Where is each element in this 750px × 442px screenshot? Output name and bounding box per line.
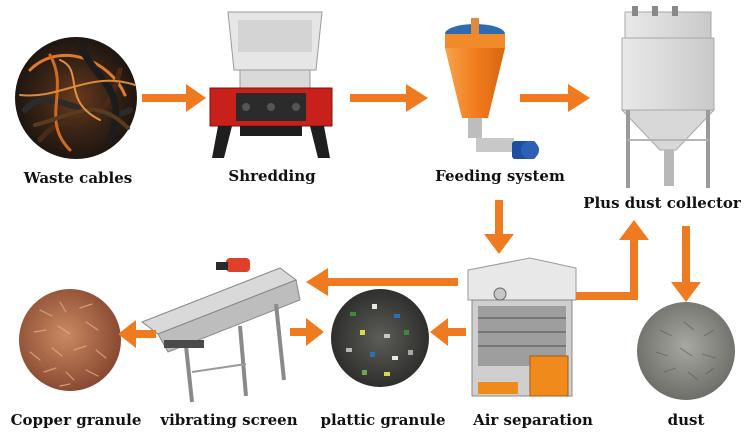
arrow-air-separation-to-plastic xyxy=(430,318,466,346)
shredding-label: Shredding xyxy=(228,167,315,185)
vibrating-screen-machine xyxy=(142,258,300,402)
waste-cables-photo xyxy=(15,37,137,159)
plattic-granule-label: plattic granule xyxy=(321,411,446,429)
shredder-machine xyxy=(210,12,332,158)
plus-dust-collector-label: Plus dust collector xyxy=(583,194,741,212)
dust-collector-machine xyxy=(622,6,714,188)
copper-granule-label: Copper granule xyxy=(11,411,142,429)
air-separation-machine xyxy=(468,258,576,396)
arrow-feeding-to-air-separation xyxy=(484,200,514,254)
vibrating-screen-label: vibrating screen xyxy=(160,411,297,429)
arrow-feeding-to-collector xyxy=(520,84,590,112)
dust-label: dust xyxy=(668,411,705,429)
feeding-system-label: Feeding system xyxy=(435,167,565,185)
waste-cables-label: Waste cables xyxy=(24,169,132,187)
arrow-air-separation-to-collector xyxy=(576,220,649,300)
plastic-granule-photo xyxy=(331,289,429,387)
arrow-collector-to-dust xyxy=(671,226,701,302)
feeding-system-machine xyxy=(445,18,539,159)
air-separation-label: Air separation xyxy=(473,411,593,429)
arrow-waste-to-shredding xyxy=(142,84,206,112)
dust-photo xyxy=(637,302,735,400)
arrow-shredding-to-feeding xyxy=(350,84,428,112)
copper-granule-photo xyxy=(19,289,121,391)
arrow-screen-to-plastic xyxy=(290,318,324,346)
